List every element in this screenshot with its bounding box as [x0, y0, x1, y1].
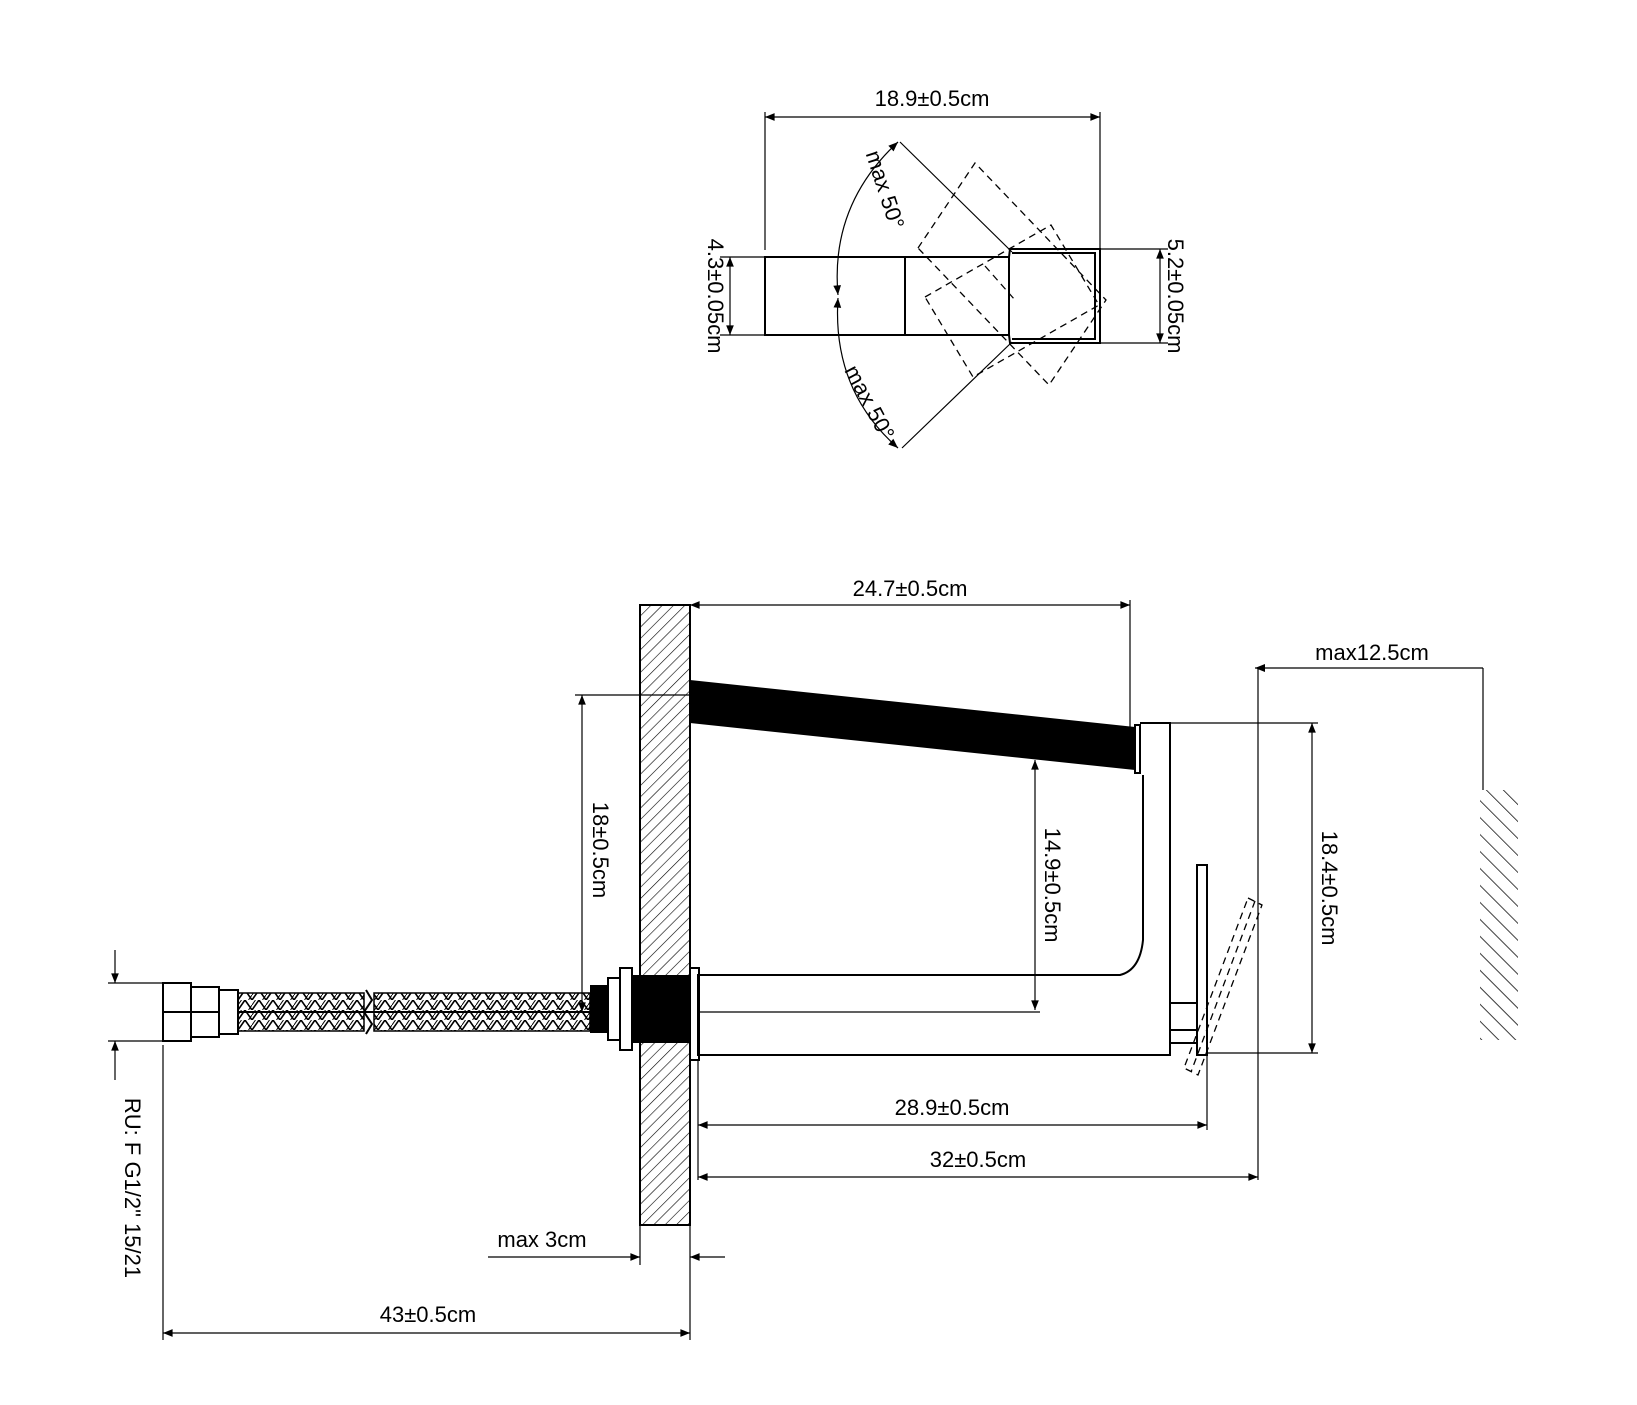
- threaded-connector: [632, 975, 690, 1043]
- hose-length-label: 43±0.5cm: [380, 1302, 476, 1327]
- faucet-body: [697, 722, 1171, 1056]
- lever-rotated-midline: [1190, 900, 1256, 1073]
- spout-top-bar: [690, 680, 1135, 770]
- body-length-label: 28.9±0.5cm: [895, 1095, 1010, 1120]
- lever-handle: [1196, 864, 1208, 1056]
- angle-upper-label: max 50°: [861, 147, 910, 232]
- locknut-outer: [619, 967, 633, 1051]
- wall-thickness-label: max 3cm: [497, 1227, 586, 1252]
- connection-label: RU: F G1/2" 15/21: [120, 1098, 145, 1278]
- total-height-label: 18.4±0.5cm: [1317, 831, 1342, 946]
- locknut-inner: [607, 977, 621, 1041]
- left-height-label: 4.3±0.05cm: [703, 239, 728, 354]
- angle-arc-upper: [833, 141, 899, 296]
- top-handle-inner: [1012, 252, 1096, 340]
- right-height-label: 5.2±0.05cm: [1163, 239, 1188, 354]
- top-view: 18.9±0.5cm max 50° max 50° 4.3±0.05cm 5.…: [703, 86, 1188, 449]
- right-wall-section: [1480, 790, 1518, 1040]
- top-body-left: [764, 256, 906, 336]
- angle-lower-label: max 50°: [840, 361, 900, 444]
- rotated-handle-lower: [924, 224, 1100, 378]
- rotated-handle-midline: [984, 265, 1016, 301]
- hose-ferrule: [218, 989, 239, 1035]
- angle-arc-lower: [833, 297, 899, 449]
- top-width-label: 18.9±0.5cm: [875, 86, 990, 111]
- side-view: 24.7±0.5cm 18±0.5cm 14.9±0.5cm 18.4±0.5c…: [108, 576, 1518, 1340]
- rotated-handle-upper: [917, 161, 1107, 387]
- handle-clearance-label: max12.5cm: [1315, 640, 1429, 665]
- handle-clearance-arrow-left: [1255, 664, 1265, 672]
- lever-rotated-position: [1183, 897, 1263, 1076]
- angle-line-upper: [899, 141, 1013, 253]
- top-body-middle: [904, 256, 1010, 336]
- spout-length-label: 24.7±0.5cm: [853, 576, 968, 601]
- total-length-label: 32±0.5cm: [930, 1147, 1026, 1172]
- wall-section: [639, 604, 691, 1226]
- angle-line-lower: [901, 341, 1013, 449]
- nipple-thread: [590, 985, 608, 1033]
- inlet-height-label: 18±0.5cm: [588, 802, 613, 898]
- spout-joint: [1134, 724, 1141, 774]
- spout-clearance-label: 14.9±0.5cm: [1040, 828, 1065, 943]
